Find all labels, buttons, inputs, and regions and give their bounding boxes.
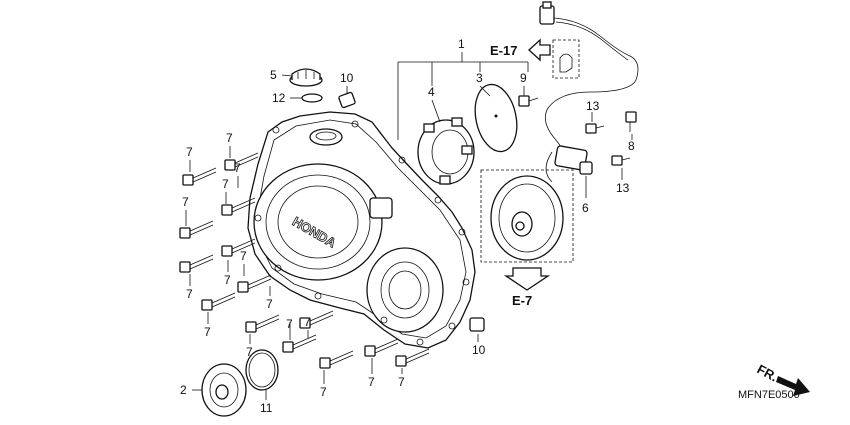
bolt <box>395 348 430 367</box>
callout-7: 7 <box>204 325 211 339</box>
leader-lines <box>185 52 633 400</box>
callout-10-lower: 10 <box>472 343 486 357</box>
callout-7: 7 <box>222 177 229 191</box>
callout-7: 7 <box>246 345 253 359</box>
bolt <box>179 220 214 239</box>
arrow-left-icon <box>528 38 551 62</box>
dowel-pin <box>338 91 356 109</box>
pulley-cap <box>201 363 247 417</box>
oil-separator-4 <box>417 117 475 185</box>
sensor-6 <box>545 145 593 183</box>
callout-9: 9 <box>520 71 527 85</box>
bolt-13-lower <box>611 155 631 166</box>
callout-8: 8 <box>628 139 635 153</box>
bolt <box>179 254 214 273</box>
callout-1: 1 <box>458 37 465 51</box>
bolt <box>319 350 354 369</box>
cover-plate-3 <box>474 83 518 153</box>
bolt <box>224 152 259 171</box>
callout-12: 12 <box>272 91 286 105</box>
callout-7: 7 <box>234 161 241 175</box>
bolts-left <box>179 152 430 369</box>
bolt <box>245 314 280 333</box>
callout-7: 7 <box>182 195 189 209</box>
callout-7: 7 <box>398 375 405 389</box>
bolt <box>201 292 236 311</box>
arrow-down-icon <box>503 267 551 291</box>
callout-7: 7 <box>266 297 273 311</box>
bolt <box>237 274 272 293</box>
diagram-code: MFN7E0500 <box>738 389 800 401</box>
callout-7: 7 <box>186 145 193 159</box>
callout-7: 7 <box>286 317 293 331</box>
bolt-9 <box>518 95 539 107</box>
callout-10-upper: 10 <box>340 71 354 85</box>
front-direction-label: FR. <box>755 361 781 384</box>
callout-13-upper: 13 <box>586 99 600 113</box>
bolt <box>221 197 256 216</box>
bolt <box>299 310 334 329</box>
callout-7: 7 <box>186 287 193 301</box>
crankcase-cover: HONDA <box>247 111 476 349</box>
callout-numbers: 1 4 3 9 5 12 10 10 13 8 13 6 2 11 7 7 7 … <box>180 37 635 415</box>
harness-wire <box>544 17 639 159</box>
callout-2: 2 <box>180 383 187 397</box>
bolt <box>282 334 317 353</box>
callout-6: 6 <box>582 201 589 215</box>
callout-7: 7 <box>224 273 231 287</box>
bolt <box>364 338 399 357</box>
callout-3: 3 <box>476 71 483 85</box>
callout-7: 7 <box>240 249 247 263</box>
reference-box-e7 <box>480 169 574 263</box>
bolt <box>221 238 256 257</box>
bolt <box>182 167 217 186</box>
connector-plug <box>539 1 555 25</box>
callout-13-lower: 13 <box>616 181 630 195</box>
o-ring-11 <box>245 349 279 391</box>
callout-5: 5 <box>270 68 277 82</box>
bolt-8 <box>625 111 637 132</box>
ref-e17: E-17 <box>490 43 517 58</box>
callout-7: 7 <box>304 315 311 329</box>
callout-4: 4 <box>428 85 435 99</box>
callout-7: 7 <box>320 385 327 399</box>
callout-11: 11 <box>260 401 273 415</box>
callout-7: 7 <box>226 131 233 145</box>
callout-7: 7 <box>368 375 375 389</box>
oil-filler-cap <box>289 68 323 87</box>
front-arrow-icon <box>776 376 810 396</box>
ref-e7: E-7 <box>512 293 532 308</box>
flywheel <box>490 175 564 261</box>
bolt-13-upper <box>585 123 605 134</box>
dowel-pin-lower <box>469 317 485 332</box>
o-ring <box>301 93 323 103</box>
reference-box-e17 <box>552 39 580 79</box>
